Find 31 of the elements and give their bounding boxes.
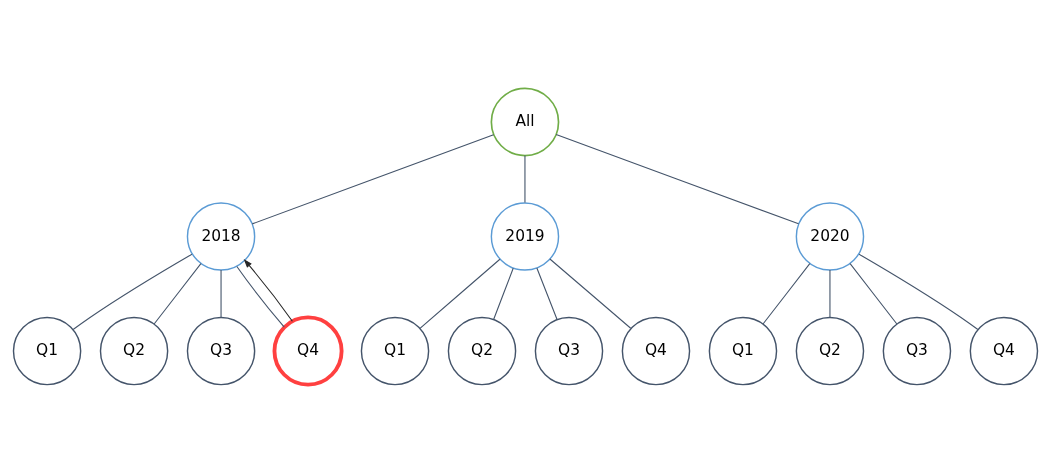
connector (555, 134, 800, 225)
connector (153, 263, 202, 325)
node-circle: Q1 (360, 316, 430, 386)
connector (849, 263, 898, 325)
connector (251, 134, 495, 225)
node-circle: All (490, 87, 560, 157)
connector (858, 253, 979, 331)
node-circle: Q4 (621, 316, 691, 386)
node-circle: Q2 (795, 316, 865, 386)
connector (493, 267, 514, 320)
node-circle: Q2 (99, 316, 169, 386)
node-circle: Q4 (272, 315, 344, 387)
node-circle: Q3 (534, 316, 604, 386)
node-circle: Q3 (882, 316, 952, 386)
node-circle: 2020 (795, 202, 865, 271)
node-circle: 2019 (490, 202, 560, 271)
node-circle: Q1 (12, 316, 82, 386)
arrow (243, 259, 293, 322)
connector (72, 253, 193, 331)
connector (524, 155, 526, 204)
connector (536, 267, 558, 321)
connector (762, 263, 811, 325)
connector (419, 258, 501, 329)
node-circle: Q3 (186, 316, 256, 386)
node-circle: Q1 (708, 316, 778, 386)
connector (549, 258, 632, 329)
connector (236, 265, 285, 328)
connector (829, 269, 831, 318)
connector (220, 269, 222, 318)
node-circle: Q2 (447, 316, 517, 386)
node-circle: Q4 (969, 316, 1039, 386)
